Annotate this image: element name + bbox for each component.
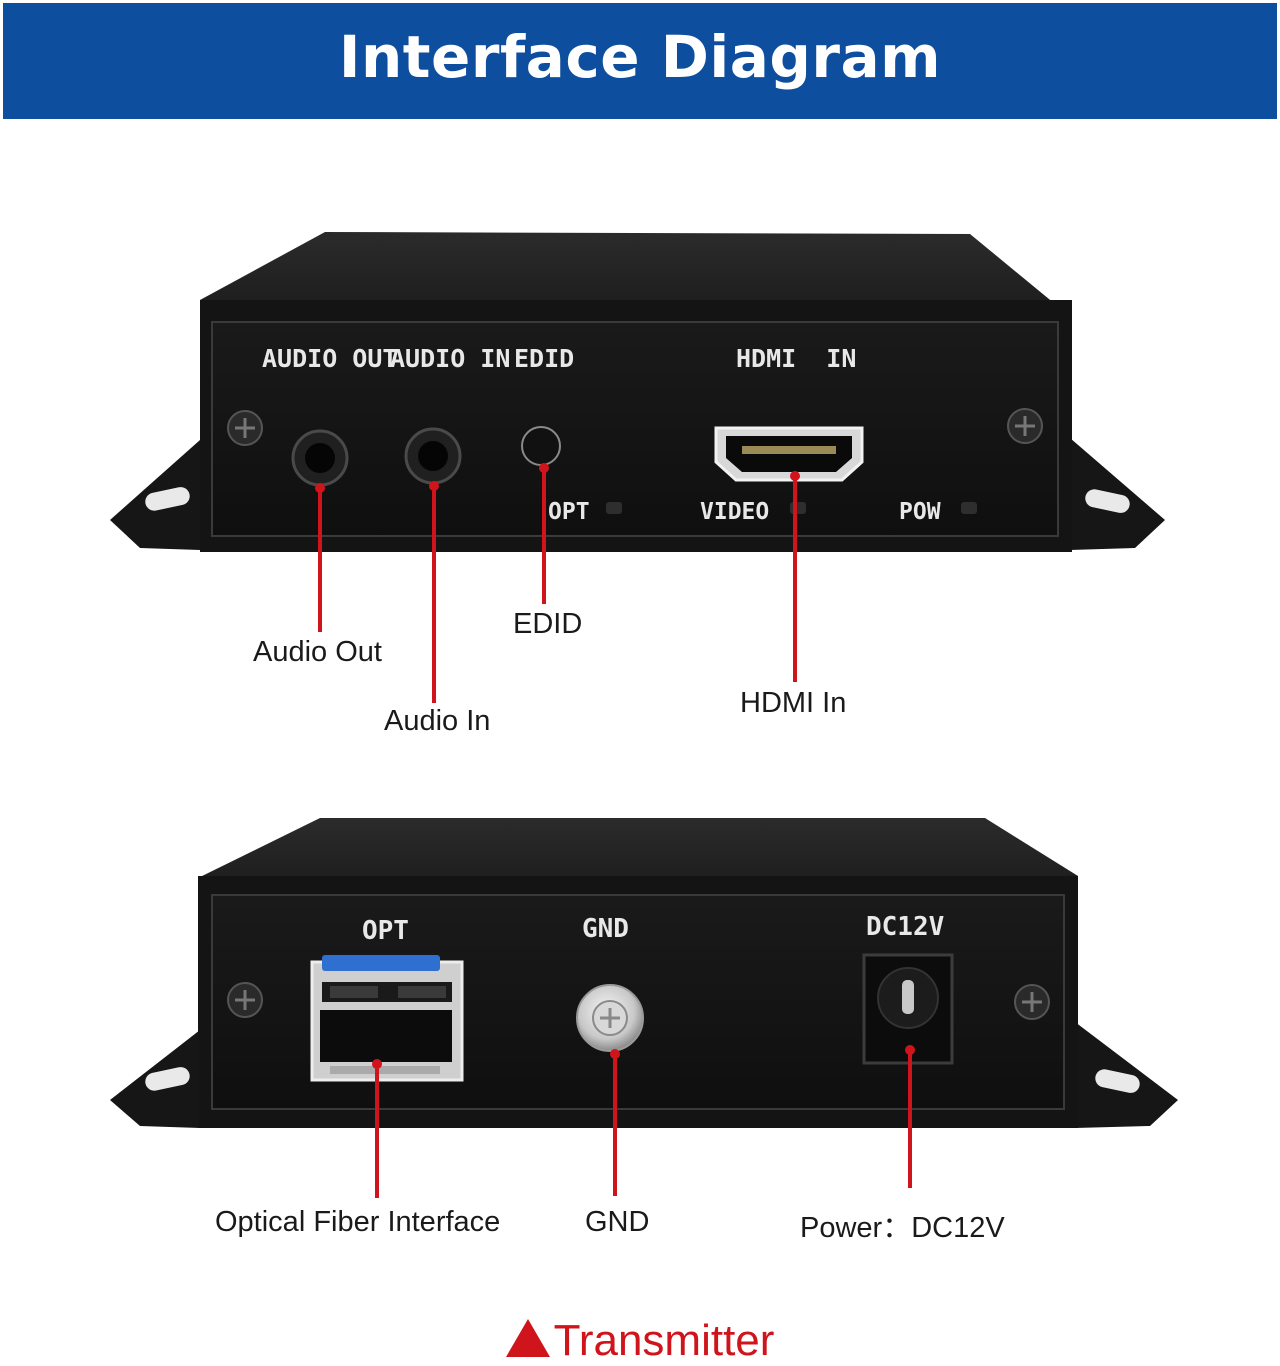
bottom-device: OPT GND DC12V — [110, 818, 1178, 1198]
callout-hdmi-in: HDMI In — [740, 687, 847, 719]
flange-slot — [145, 487, 190, 511]
callout-gnd: GND — [585, 1206, 650, 1238]
right-flange — [1070, 438, 1165, 550]
leader-dot — [429, 481, 439, 491]
leader-dot — [790, 471, 800, 481]
leader-dot — [315, 483, 325, 493]
panel-label-edid: EDID — [514, 344, 574, 373]
edid-button — [521, 426, 561, 466]
panel-label-hdmi-in: HDMI IN — [736, 344, 856, 373]
opt-led — [606, 502, 622, 514]
pow-led — [961, 502, 977, 514]
screw — [227, 982, 263, 1018]
leader-dot — [905, 1045, 915, 1055]
callout-power: Power：DC12V — [800, 1212, 1005, 1244]
panel-label-audio-in: AUDIO IN — [390, 344, 510, 373]
callout-audio-in: Audio In — [384, 705, 491, 737]
screw — [1014, 984, 1050, 1020]
audio-out-jack — [291, 429, 349, 487]
callout-edid: EDID — [513, 608, 583, 640]
hdmi-port — [714, 426, 864, 482]
sfp-port — [310, 955, 464, 1082]
footer-caption: Transmitter — [0, 1316, 1280, 1366]
panel-label-gnd: GND — [582, 914, 629, 944]
front-panel — [211, 321, 1059, 537]
top-device: AUDIO OUT AUDIO IN EDID HDMI IN OPT VIDE… — [110, 232, 1165, 703]
sfp-tab — [322, 955, 440, 971]
panel-label-opt: OPT — [548, 499, 590, 525]
flange-slot — [1085, 489, 1130, 513]
dc-power-jack — [862, 953, 954, 1065]
gnd-terminal — [576, 984, 644, 1052]
leader-dot — [610, 1049, 620, 1059]
panel-label-video: VIDEO — [700, 499, 769, 525]
panel-label-pow: POW — [899, 499, 941, 525]
leader-dot — [372, 1059, 382, 1069]
flange-slot — [1095, 1069, 1140, 1093]
footer-text: Transmitter — [553, 1316, 775, 1365]
flange-slot — [145, 1067, 190, 1091]
audio-in-jack — [404, 427, 462, 485]
page-title: Interface Diagram — [338, 23, 942, 91]
leader-dot — [539, 463, 549, 473]
panel-label-dc12v: DC12V — [866, 912, 944, 942]
screw — [1007, 408, 1043, 444]
panel-label-audio-out: AUDIO OUT — [262, 344, 397, 373]
top-surface — [200, 232, 1072, 322]
title-banner: Interface Diagram — [3, 3, 1277, 119]
video-led — [790, 502, 806, 514]
callout-optical-fiber: Optical Fiber Interface — [215, 1206, 501, 1238]
callout-audio-out: Audio Out — [253, 636, 382, 668]
panel-label-opt: OPT — [362, 916, 409, 946]
triangle-icon — [505, 1319, 550, 1357]
top-surface — [198, 818, 1078, 895]
screw — [227, 410, 263, 446]
